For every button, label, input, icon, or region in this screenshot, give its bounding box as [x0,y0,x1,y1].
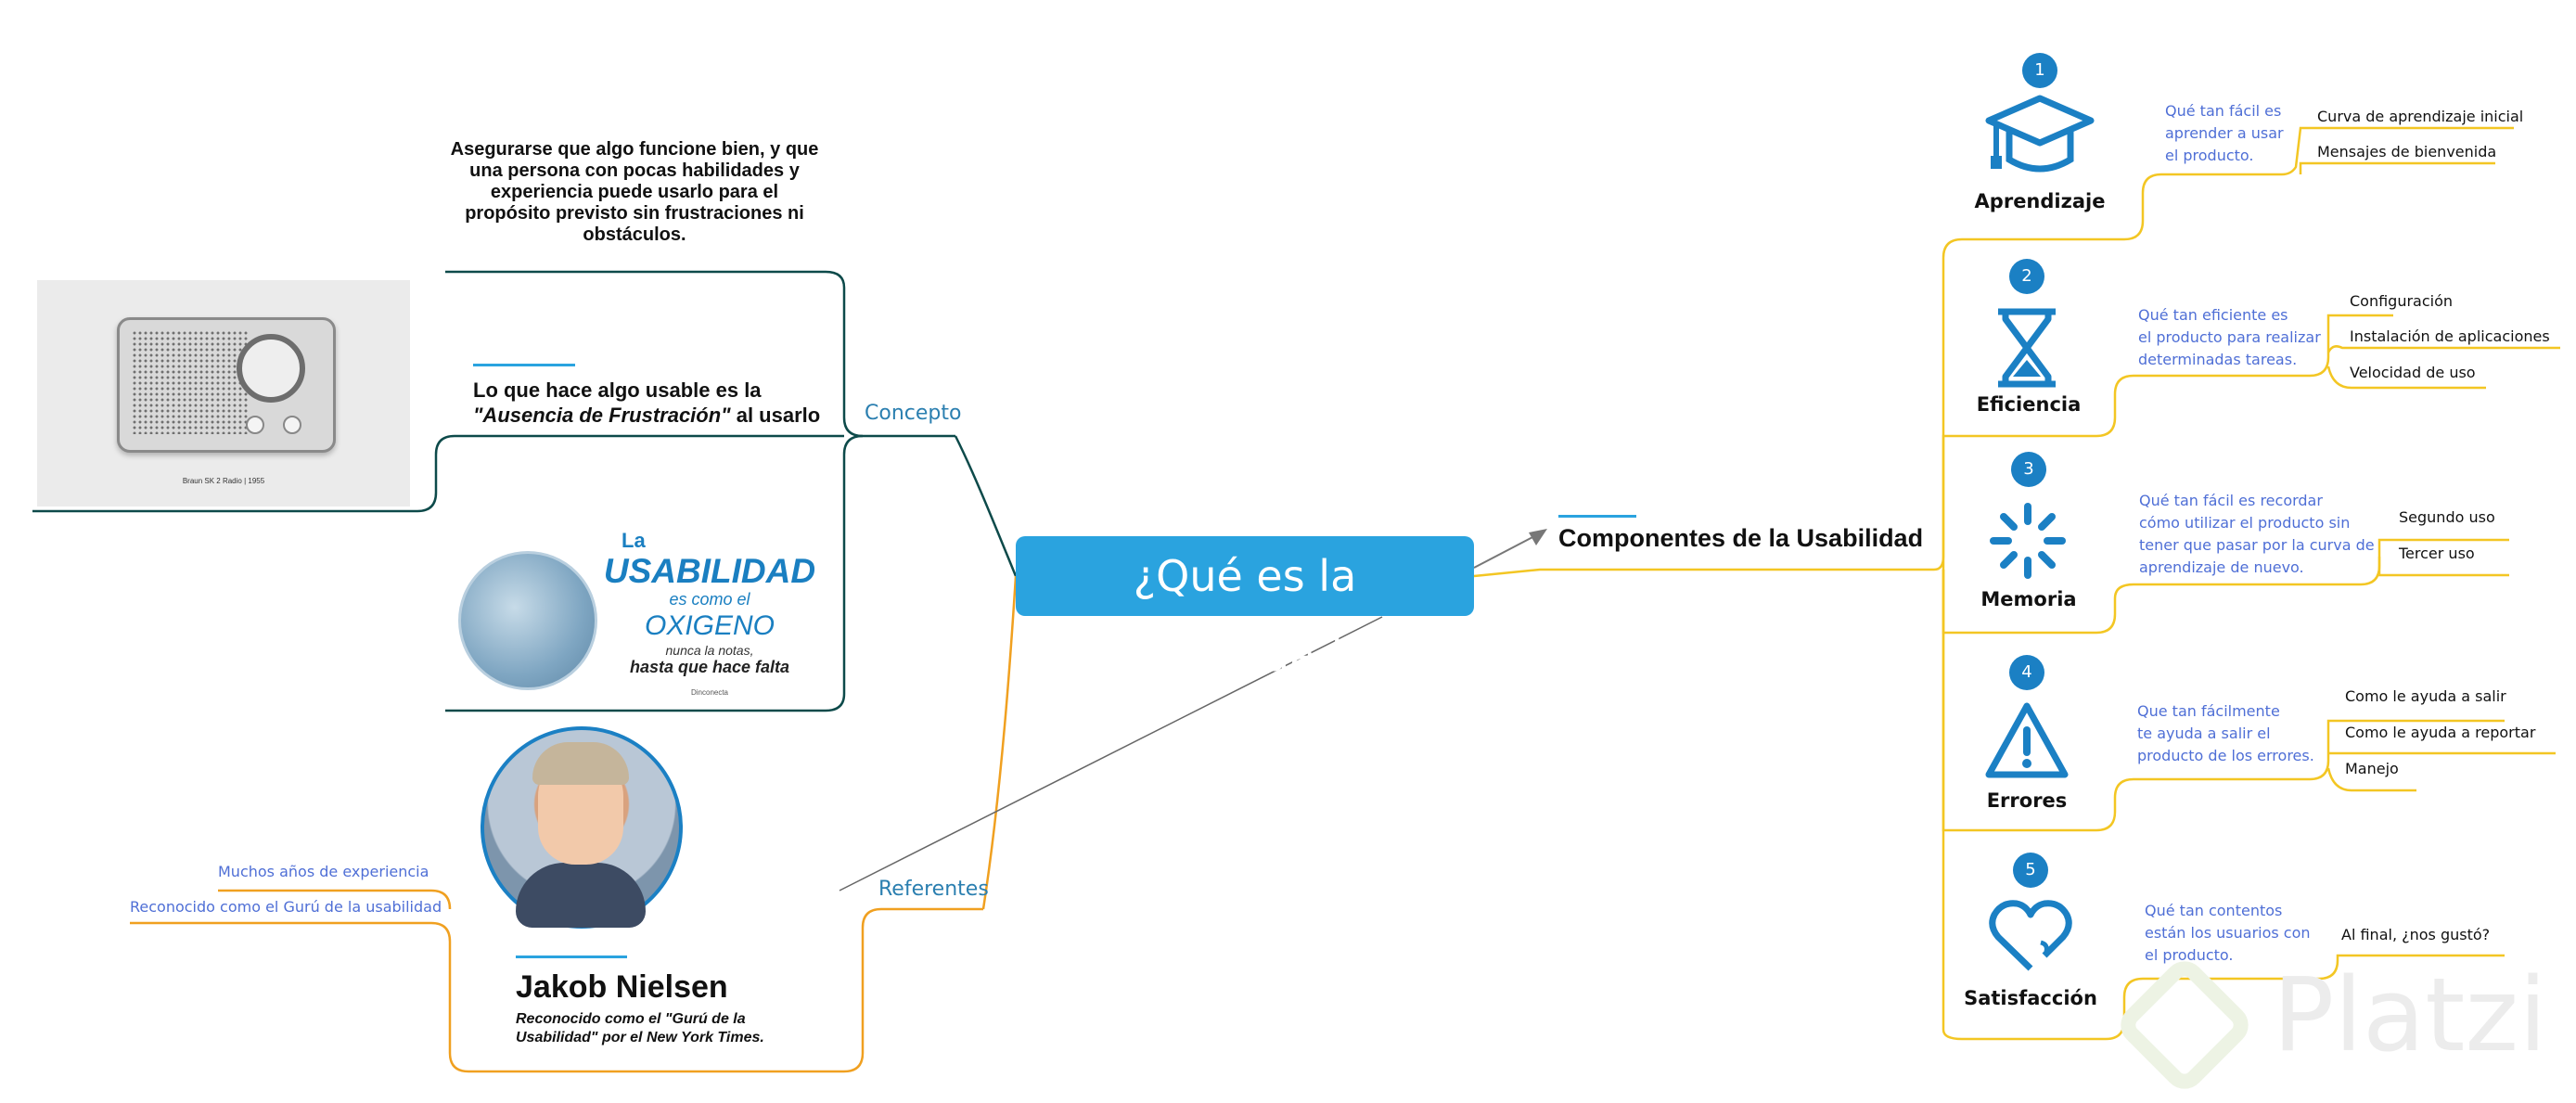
usab-line-3: es como el [669,590,750,609]
quote-emphasis: "Ausencia de Frustración" [473,404,731,427]
sub-errores-2[interactable]: Como le ayuda a reportar [2345,724,2536,741]
sub-satisfaccion-1[interactable]: Al final, ¿nos gustó? [2341,926,2491,943]
component-name-errores[interactable]: Errores [1986,789,2068,812]
radio-dial [237,334,305,403]
photo-shirt [516,863,646,928]
component-name-satisfaccion[interactable]: Satisfacción [1964,987,2097,1009]
badge-5: 5 [2013,853,2048,888]
sub-aprendizaje-2[interactable]: Mensajes de bienvenida [2317,143,2497,160]
referent-name: Jakob Nielsen [516,969,728,1005]
sub-memoria-1[interactable]: Segundo uso [2399,508,2495,526]
component-name-eficiencia[interactable]: Eficiencia [1976,393,2082,416]
sub-errores-3[interactable]: Manejo [2345,760,2399,777]
badge-4: 4 [2009,655,2044,690]
sub-eficiencia-1[interactable]: Configuración [2350,292,2454,310]
usab-line-4: OXIGENO [644,610,775,641]
radio-caption: Braun SK 2 Radio | 1955 [182,477,265,485]
usability-photo-circle [458,551,597,690]
quote-accent-bar [473,364,575,366]
badge-3: 3 [2011,452,2046,487]
usab-line-2: USABILIDAD [603,552,816,590]
photo-hair [532,742,629,785]
graduation-cap-icon [1985,95,2095,173]
warning-icon [1985,702,2069,778]
heart-icon [1989,900,2072,971]
sub-errores-1[interactable]: Como le ayuda a salir [2345,687,2506,705]
radio-grill [132,330,249,434]
referent-description: Reconocido como el "Gurú de la Usabilida… [516,1011,764,1045]
components-accent-bar [1558,515,1636,518]
badge-2: 2 [2009,259,2044,294]
badge-1: 1 [2022,53,2057,88]
usability-quote-image: La USABILIDAD es como el OXIGENO nunca l… [594,529,826,697]
sub-aprendizaje-1[interactable]: Curva de aprendizaje inicial [2317,108,2524,125]
quote-text: Lo que hace algo usable es la "Ausencia … [473,378,826,428]
radio-knob-left [246,416,264,434]
name-accent-bar [516,956,627,958]
usab-line-7: Dinconecta [690,688,729,697]
loading-spinner-icon [1990,503,2066,579]
sub-memoria-2[interactable]: Tercer uso [2399,545,2475,562]
quote-part1: Lo que hace algo usable es la [473,378,762,402]
referent-leaf-1[interactable]: Muchos años de experiencia [218,863,429,880]
sub-eficiencia-3[interactable]: Velocidad de uso [2350,364,2476,381]
hourglass-icon [1998,308,2056,388]
usab-line-1: La [622,529,646,552]
branch-label-concepto[interactable]: Concepto [865,402,962,425]
components-title[interactable]: Componentes de la Usabilidad [1558,524,1924,552]
central-topic[interactable]: ¿Qué es la usabilidad? [1016,536,1474,681]
component-name-memoria[interactable]: Memoria [1980,588,2077,610]
radio-knob-right [283,416,301,434]
sub-eficiencia-2[interactable]: Instalación de aplicaciones [2350,327,2550,345]
quote-part2: al usarlo [730,404,821,427]
definition-text: Asegurarse que algo funcione bien, y que… [450,139,819,245]
branch-label-referentes[interactable]: Referentes [878,878,989,901]
usab-line-6: hasta que hace falta [629,658,790,676]
referent-leaf-2[interactable]: Reconocido como el Gurú de la usabilidad [130,898,442,916]
usab-line-5: nunca la notas, [665,643,754,658]
component-name-aprendizaje[interactable]: Aprendizaje [1974,190,2106,212]
platzi-watermark: Platzi [2273,956,2547,1074]
